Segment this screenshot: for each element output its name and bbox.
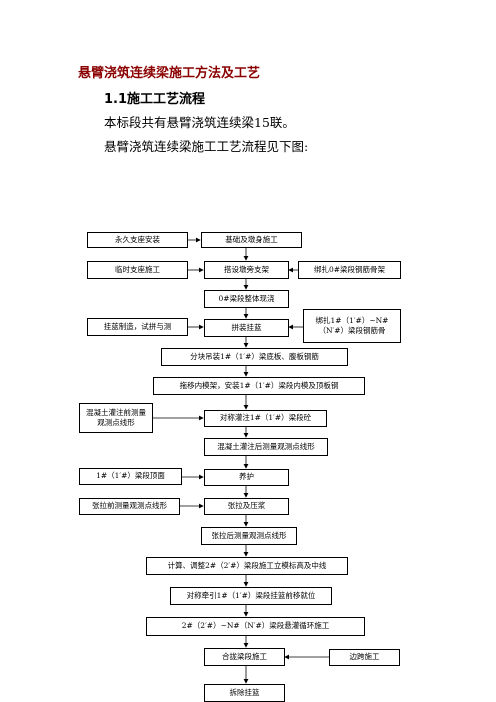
box-curing: 养护 (204, 469, 289, 486)
box-foundation: 基础及墩身施工 (201, 232, 302, 248)
box-tension: 张拉及压浆 (204, 498, 289, 515)
box-assemble-hanger: 拼装挂蓝 (204, 319, 289, 337)
box-symmetric-pour: 对称灌注1#（1′#）梁段砼 (204, 410, 327, 427)
box-rebar-1-n: 绑扎1#（1′#）~N#（N′#）梁段钢筋骨 (303, 309, 401, 343)
box-hoist-rebar: 分块吊装1#（1′#）梁底板、腹板钢筋 (161, 348, 348, 366)
box-side-span: 边跨施工 (329, 649, 400, 666)
box-post-pour-survey: 混凝土灌注后测量观测点线形 (204, 438, 328, 456)
document-title: 悬臂浇筑连续梁施工方法及工艺 (78, 66, 261, 81)
box-pre-pour-survey: 混凝土灌注前测量观测点线形 (79, 403, 153, 433)
box-hanger-make: 挂蓝制造，试拼与测 (87, 318, 188, 336)
box-bracket: 搭设墩旁支架 (204, 261, 289, 279)
box-cycle-casting: 2#（2′#）~N#（N′#）梁段悬灌循环施工 (146, 617, 365, 636)
box-pre-tension-survey: 张拉前测量观测点线形 (79, 498, 180, 515)
box-rebar-0: 绑扎0#梁段钢筋骨架 (298, 261, 401, 279)
box-post-tension-survey: 张拉后测量观测点线形 (201, 527, 297, 545)
box-advance-hanger: 对称牵引1#（1′#）梁段挂篮前移就位 (170, 587, 332, 605)
box-calc-adjust: 计算、调整2#（2′#）梁段施工立模标高及中线 (146, 557, 348, 575)
box-inner-form: 拖移内模架，安装1#（1′#）梁段内模及顶板钢 (153, 377, 365, 395)
box-closure: 合拢梁段施工 (204, 648, 285, 666)
section-heading: 1.1施工工艺流程 (104, 92, 206, 107)
paragraph-1: 本标段共有悬臂浇筑连续梁15联。 (104, 115, 295, 130)
paragraph-2: 悬臂浇筑连续梁施工工艺流程见下图: (104, 139, 309, 154)
box-top-surface: 1#（1′#）梁段顶面 (79, 468, 182, 485)
box-permanent-support: 永久支座安装 (87, 232, 188, 248)
box-temp-support: 临时支座施工 (87, 261, 188, 279)
box-remove-hanger: 拆除挂篮 (204, 684, 285, 702)
box-segment0-cast: 0#梁段整体现浇 (204, 290, 289, 308)
